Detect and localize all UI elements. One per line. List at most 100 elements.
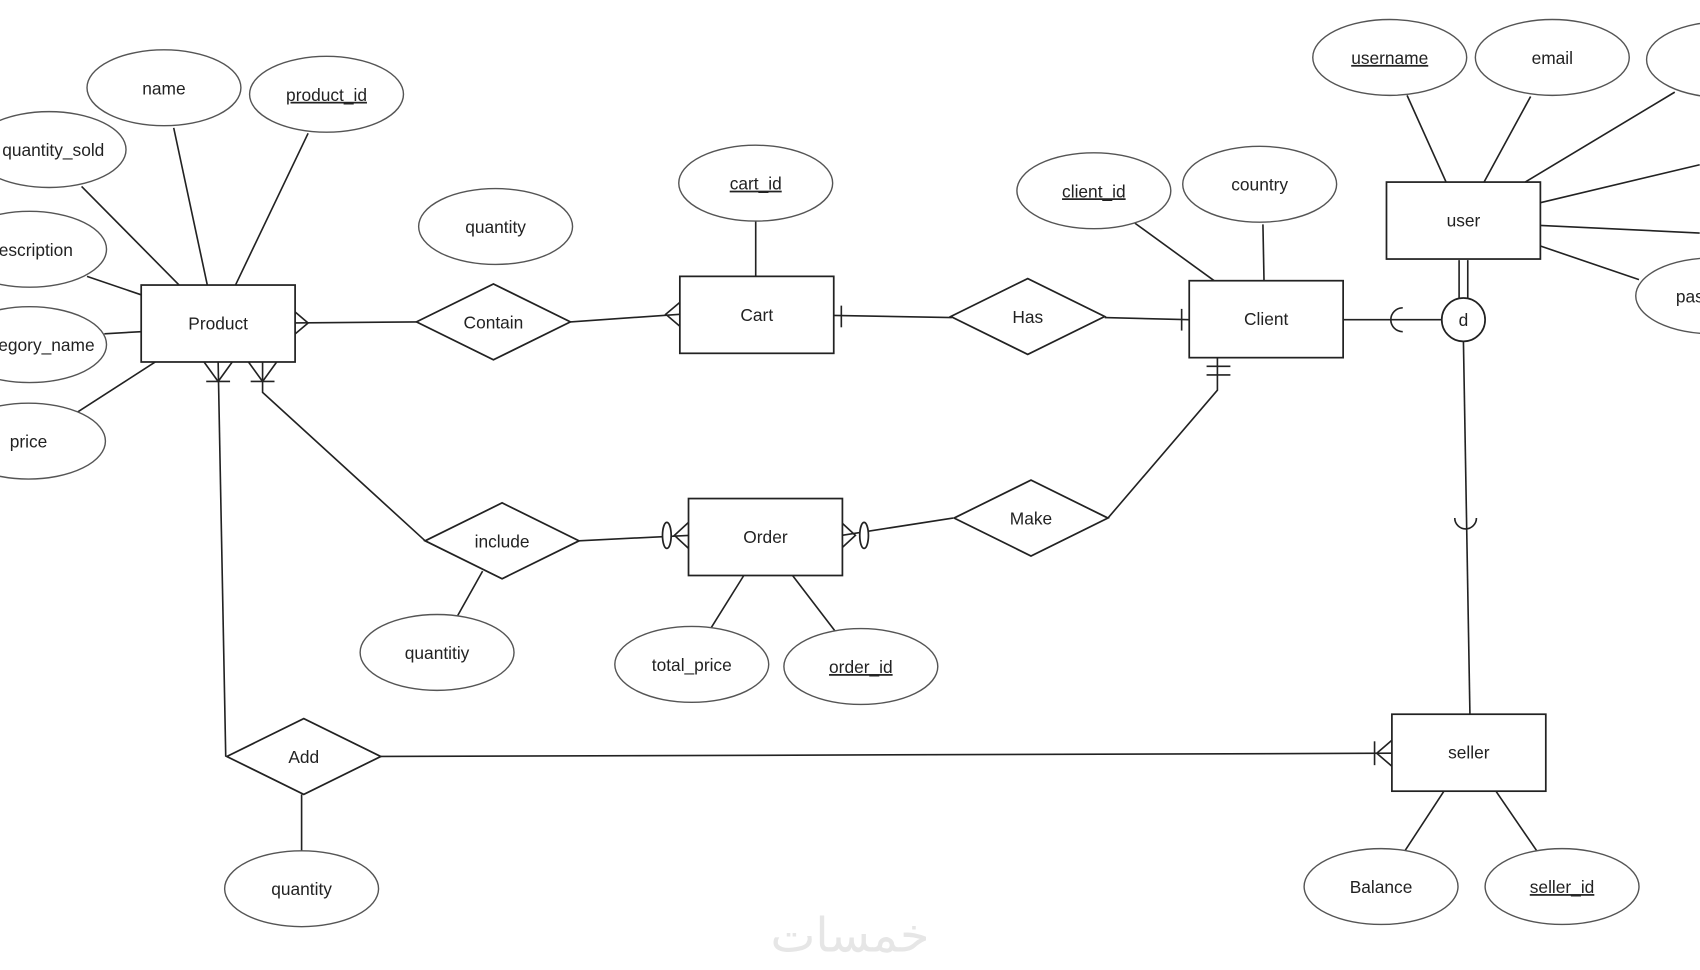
label: name <box>142 78 185 98</box>
label: total_price <box>652 655 732 675</box>
crowfoot <box>673 521 690 549</box>
label: product_id <box>286 85 367 105</box>
crowfoot <box>840 521 857 549</box>
make-client-line <box>1107 357 1219 519</box>
label: password <box>1676 286 1700 306</box>
label: quantity <box>271 879 332 899</box>
label: d <box>1459 310 1469 330</box>
watermark-logo: خمسات <box>771 909 930 964</box>
attribute-add-quantity[interactable]: quantity <box>223 850 380 928</box>
label: user <box>1447 211 1481 231</box>
label: quantitiy <box>405 643 470 663</box>
attribute-line <box>1495 790 1539 854</box>
crowfoot <box>293 310 310 336</box>
entity-product[interactable]: Product <box>140 284 296 363</box>
attribute-line <box>1404 790 1445 852</box>
attribute-line <box>81 185 180 286</box>
relationship-make[interactable]: Make <box>952 479 1110 557</box>
entity-cart[interactable]: Cart <box>678 275 835 355</box>
attribute-include-quantity[interactable]: quantitiy <box>359 613 515 692</box>
attribute-line <box>791 575 836 632</box>
attribute-line <box>86 275 142 296</box>
connector-lines <box>75 91 1700 854</box>
attribute-line <box>104 330 142 335</box>
attribute-line <box>1540 163 1700 204</box>
attribute-line <box>1262 224 1265 281</box>
label: email <box>1532 48 1573 68</box>
relationship-has[interactable]: Has <box>948 277 1107 356</box>
entity-order[interactable]: Order <box>687 497 844 577</box>
add-seller-line <box>380 752 1392 758</box>
label: Client <box>1244 309 1288 329</box>
attribute-client-id[interactable]: client_id <box>1016 152 1172 230</box>
label: Add <box>288 747 319 767</box>
attribute-seller-id[interactable]: seller_id <box>1484 847 1640 926</box>
label: seller <box>1448 743 1490 763</box>
attribute-line <box>1134 222 1215 282</box>
attribute-category-name[interactable]: category_name <box>0 306 108 384</box>
label: Make <box>1010 509 1052 529</box>
relationship-include[interactable]: include <box>423 501 582 580</box>
attribute-line <box>1483 96 1532 183</box>
label: Order <box>743 527 788 547</box>
d-seller-line <box>1462 341 1471 715</box>
order-make-line <box>841 517 954 537</box>
label: quantity <box>465 217 526 237</box>
crowfoot <box>1375 739 1393 767</box>
attribute-name[interactable]: name <box>86 49 242 127</box>
attribute-description[interactable]: description <box>0 210 108 288</box>
attribute-line <box>1524 91 1676 183</box>
product-contain-line <box>294 321 417 324</box>
attribute-[interactable] <box>1645 22 1700 98</box>
attribute-line <box>1540 245 1640 281</box>
label: description <box>0 240 73 260</box>
label: Has <box>1012 307 1043 327</box>
attribute-contain-quantity[interactable]: quantity <box>417 187 574 266</box>
attribute-line <box>1540 224 1700 234</box>
attribute-line <box>172 127 209 286</box>
label: Contain <box>464 312 524 332</box>
attribute-order-id[interactable]: order_id <box>783 627 939 706</box>
attribute-quantity-sold[interactable]: quantity_sold <box>0 110 127 189</box>
relationship-add[interactable]: Add <box>224 717 383 796</box>
attribute-country[interactable]: country <box>1182 145 1338 223</box>
attribute-line <box>75 361 156 414</box>
entity-user[interactable]: user <box>1385 181 1542 260</box>
attribute-product-id[interactable]: product_id <box>248 55 405 133</box>
label: cart_id <box>730 174 782 194</box>
attribute-cart-id[interactable]: cart_id <box>678 144 834 222</box>
attribute-line <box>1406 95 1447 183</box>
product-add-line <box>217 361 227 757</box>
label: quantity_sold <box>2 140 104 160</box>
label: order_id <box>829 657 893 677</box>
include-order-line <box>579 534 689 542</box>
label: Balance <box>1350 877 1413 897</box>
attribute-line <box>456 570 484 616</box>
attribute-price[interactable]: price <box>0 402 107 480</box>
label: country <box>1231 175 1288 195</box>
label: client_id <box>1062 181 1126 201</box>
contain-cart-line <box>570 313 680 323</box>
has-client-line <box>1104 316 1190 321</box>
disjoint-specialization-circle[interactable]: d <box>1440 297 1486 343</box>
crowfoot <box>664 301 681 327</box>
product-include-line <box>261 361 426 542</box>
label: category_name <box>0 335 95 355</box>
relationship-contain[interactable]: Contain <box>414 282 573 361</box>
label: Product <box>188 313 248 333</box>
entity-client[interactable]: Client <box>1188 279 1344 359</box>
label: Cart <box>740 305 773 325</box>
label: username <box>1351 48 1428 68</box>
attribute-total-price[interactable]: total_price <box>614 625 770 704</box>
entity-seller[interactable]: seller <box>1391 713 1547 793</box>
attribute-username[interactable]: username <box>1312 18 1468 97</box>
label: seller_id <box>1530 877 1595 897</box>
label: price <box>10 432 48 452</box>
label: include <box>475 531 530 551</box>
cart-has-line <box>833 314 952 319</box>
attribute-email[interactable]: email <box>1474 18 1630 97</box>
attribute-line <box>234 132 309 286</box>
attribute-password[interactable]: password <box>1635 257 1700 334</box>
attribute-balance[interactable]: Balance <box>1303 847 1459 926</box>
